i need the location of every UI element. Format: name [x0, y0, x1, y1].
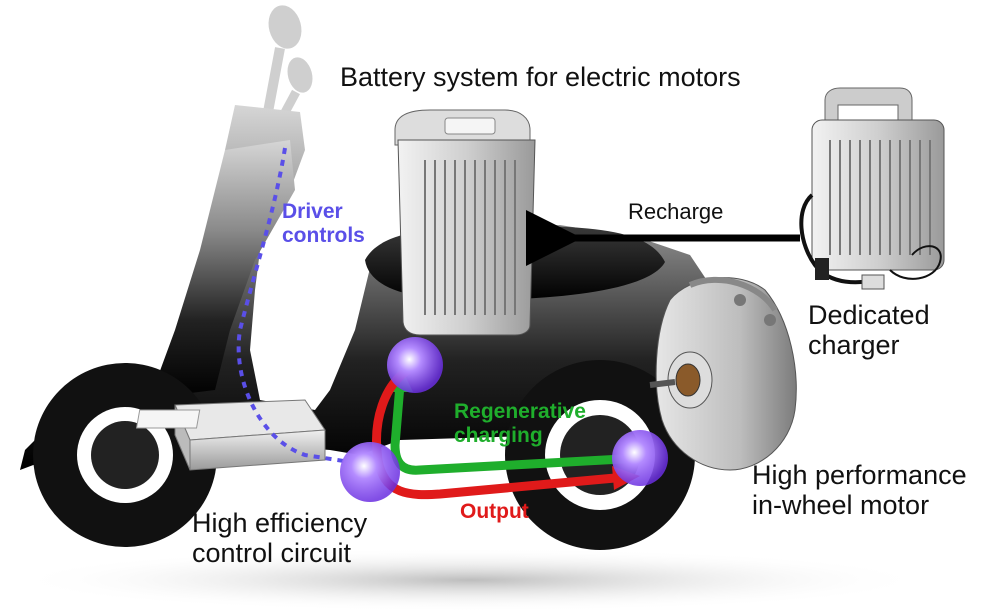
scooter-front-fender: [150, 140, 295, 398]
ground-shadow: [10, 548, 930, 612]
driver-label-line2: controls: [282, 223, 365, 247]
recharge-label: Recharge: [628, 199, 724, 224]
motor-label: High performance in-wheel motor: [752, 460, 967, 520]
driver-label-line1: Driver: [282, 200, 343, 223]
battery-label: Battery system for electric motors: [340, 62, 741, 92]
controller-box: [135, 399, 326, 471]
regenerative-label: Regenerative charging: [454, 400, 586, 447]
output-label: Output: [460, 500, 529, 523]
driver-controls-line: [236, 147, 351, 464]
control-circuit-label: High efficiency control circuit: [192, 508, 367, 568]
charger-label-line1: Dedicated: [808, 300, 930, 330]
charger-label: Dedicated charger: [808, 300, 930, 360]
mirrors: [263, 5, 313, 121]
node-battery: [387, 337, 443, 393]
charger: [799, 87, 945, 290]
regen-label-line1: Regenerative: [454, 400, 586, 423]
node-motor: [612, 430, 668, 486]
regenerative-path: [390, 380, 645, 475]
circuit-label-line1: High efficiency: [192, 508, 368, 538]
motor-label-line2: in-wheel motor: [752, 490, 930, 521]
in-wheel-motor: [649, 276, 797, 471]
node-control-circuit: [340, 442, 400, 502]
circuit-label-line2: control circuit: [192, 538, 352, 569]
front-wheel: [33, 363, 217, 547]
motor-label-line1: High performance: [752, 460, 967, 490]
regen-label-line2: charging: [454, 423, 543, 447]
charger-label-line2: charger: [808, 330, 900, 361]
driver-controls-label: Driver controls: [282, 200, 365, 247]
battery-pack: [394, 109, 536, 336]
